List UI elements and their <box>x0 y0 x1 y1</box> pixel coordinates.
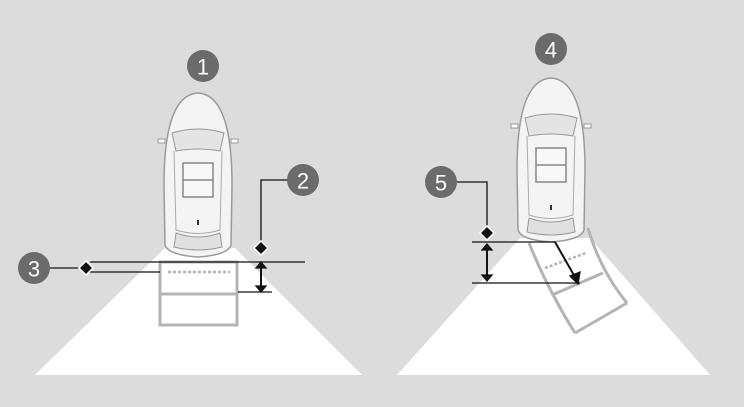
distance-lines <box>455 181 581 286</box>
camera-view-area <box>35 248 362 375</box>
left-scene <box>35 92 362 375</box>
car-top-view <box>510 77 592 243</box>
curved-guide <box>527 227 629 335</box>
callout-label: 2 <box>297 169 309 194</box>
camera-view-area <box>397 238 710 375</box>
diamond-marker <box>478 224 496 242</box>
right-scene <box>397 77 710 375</box>
callout-1: 1 <box>187 50 219 82</box>
distance-lines <box>48 179 305 294</box>
callout-label: 1 <box>197 55 209 80</box>
diamond-marker <box>252 239 270 257</box>
callout-2: 2 <box>287 164 319 196</box>
callout-label: 5 <box>435 171 447 196</box>
diamond-marker <box>77 259 95 277</box>
car-top-view <box>157 92 239 258</box>
callout-3: 3 <box>18 252 50 284</box>
callout-5: 5 <box>425 166 457 198</box>
callout-label: 3 <box>28 257 40 282</box>
callout-4: 4 <box>535 33 567 65</box>
callout-label: 4 <box>545 38 557 63</box>
